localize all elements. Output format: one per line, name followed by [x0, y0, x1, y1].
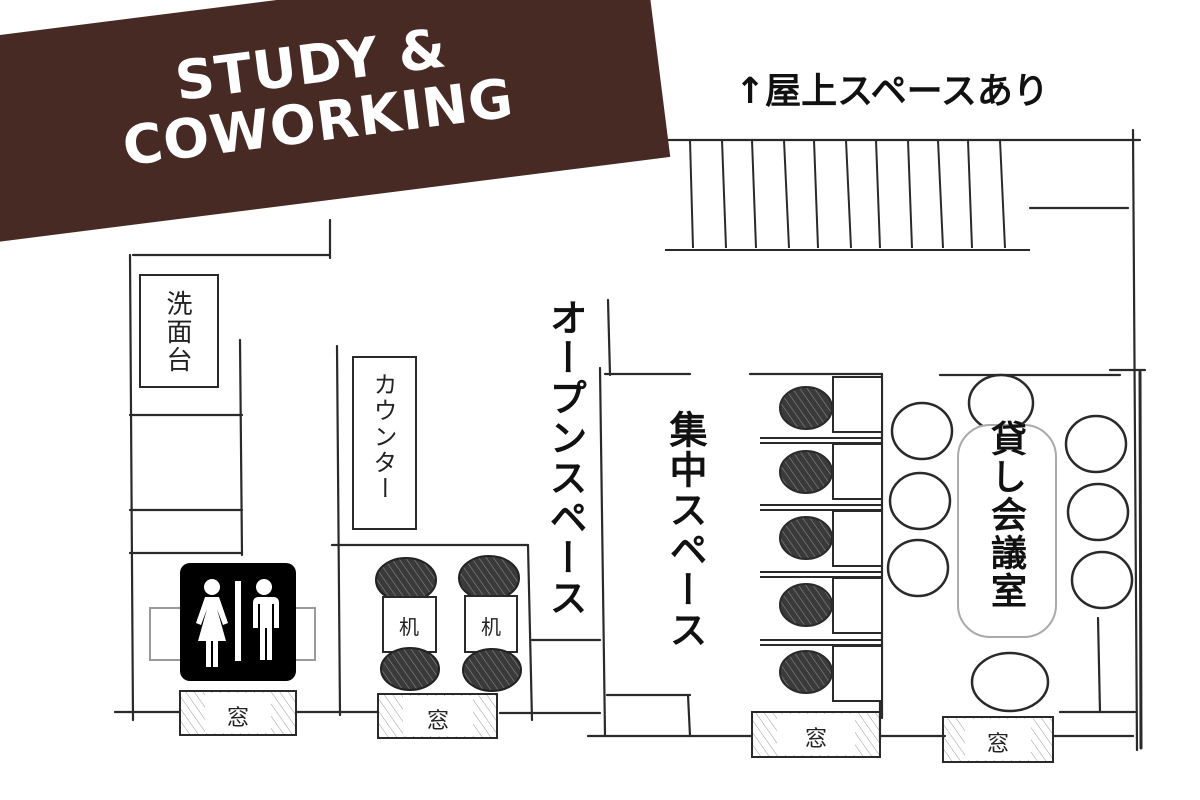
focus-space-label: 集中スペース	[663, 410, 707, 650]
sink-box	[139, 274, 219, 388]
window-label: 窓	[227, 706, 250, 731]
desk-label: 机	[481, 615, 501, 639]
window-label: 窓	[987, 732, 1010, 757]
meeting-table	[886, 373, 1134, 713]
counter-box	[352, 356, 417, 530]
rooftop-space-note: ↑屋上スペースあり	[735, 71, 1049, 112]
counter-label: カウンター	[369, 372, 397, 502]
restroom-icon	[180, 563, 296, 681]
window-label: 窓	[427, 709, 450, 734]
wall-left	[128, 253, 135, 722]
stairs-icon	[665, 139, 1030, 251]
sink-label: 洗面台	[162, 290, 192, 374]
window-label: 窓	[805, 727, 828, 752]
windows	[179, 690, 1054, 763]
open-space-label: オープンスペース	[543, 298, 587, 618]
focus-booths	[760, 376, 883, 702]
open-desks	[375, 555, 522, 692]
wall-right	[1131, 128, 1139, 752]
desk-label: 机	[399, 615, 419, 639]
meeting-room-label: 貸し会議室	[985, 420, 1026, 610]
